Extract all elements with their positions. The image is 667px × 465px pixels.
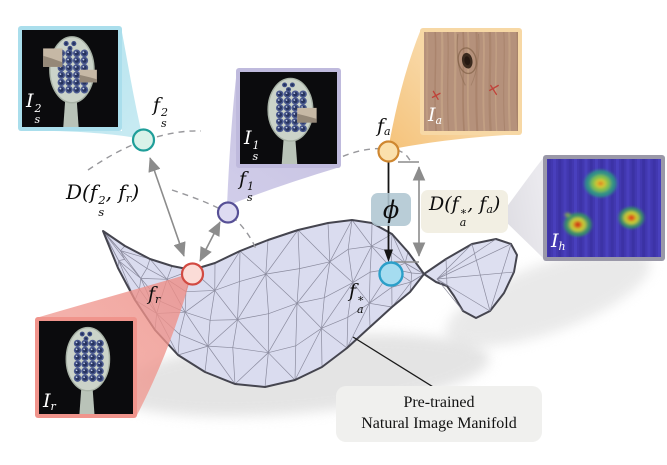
feature-point-fastar xyxy=(378,261,404,287)
thumbnail-anomaly-heatmap: Ih xyxy=(543,155,665,261)
image-label-ia: Ia xyxy=(428,103,443,127)
manifold-caption: Pre-trained Natural Image Manifold xyxy=(336,386,542,442)
distance-bracket-fa xyxy=(394,161,419,263)
feature-points xyxy=(131,128,404,287)
feature-point-fs1 xyxy=(216,201,240,224)
wood-texture-image xyxy=(424,32,518,131)
label-distance-fastar-fa: D(f∗a, fa) xyxy=(421,190,509,234)
caption-pointer-line xyxy=(352,336,439,391)
feature-point-fs2 xyxy=(131,128,156,152)
image-label-ih: Ih xyxy=(551,229,566,253)
phi-symbol: ϕ xyxy=(382,195,400,224)
beam-red xyxy=(36,273,192,417)
phi-operator-badge: ϕ xyxy=(371,193,411,226)
label-fastar: f∗a xyxy=(349,280,365,317)
feature-point-fr xyxy=(180,262,205,286)
distance-arrow-fs2-fr xyxy=(148,157,186,257)
anomaly-heatmap-image xyxy=(547,159,661,257)
beam-purple xyxy=(227,69,340,206)
caption-line-2: Natural Image Manifold xyxy=(361,414,517,432)
toothbrush-image-with-two-patches xyxy=(22,30,118,127)
caption-line-1: Pre-trained xyxy=(403,394,475,411)
beam-gray xyxy=(500,157,544,259)
beam-cyan xyxy=(19,27,143,139)
feature-point-fa xyxy=(377,140,400,163)
toothbrush-image-with-one-patch xyxy=(240,72,337,164)
label-fr: fr xyxy=(148,283,161,307)
toothbrush-reference-image xyxy=(39,321,133,414)
distance-arrow-fs1-fr xyxy=(199,221,221,262)
image-label-ir: Ir xyxy=(43,389,56,413)
projection-arrow-head xyxy=(384,249,393,262)
thumbnail-anomaly-image: Ia xyxy=(420,28,522,135)
label-fa: fa xyxy=(377,115,391,139)
thumbnail-reference-image: Ir xyxy=(35,317,137,418)
